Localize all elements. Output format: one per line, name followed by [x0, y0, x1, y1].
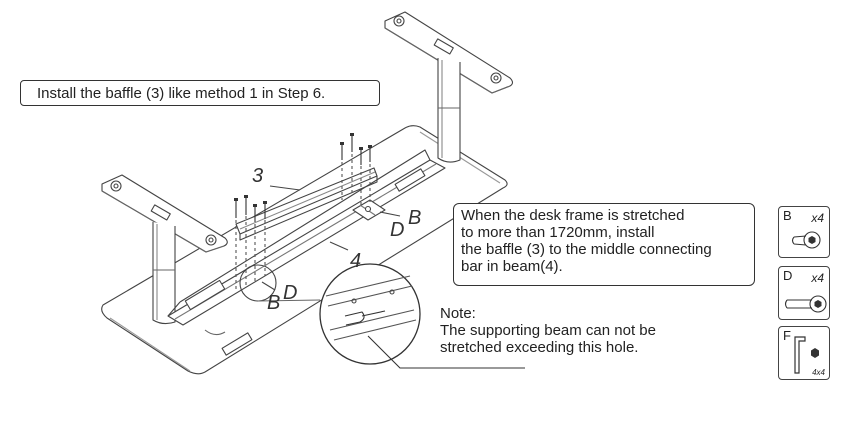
screw-b-label-right: B — [408, 207, 422, 229]
stretch-note-line: When the desk frame is stretched — [461, 207, 685, 224]
stretch-note-callout: When the desk frame is stretched to more… — [453, 203, 755, 286]
screw-b-label-left: B — [267, 292, 281, 314]
middle-connector — [352, 199, 386, 221]
baffle-3 — [235, 167, 378, 241]
part-b-box: B x4 — [778, 206, 830, 258]
stretch-note-line: bar in beam(4). — [461, 258, 563, 275]
part-spec: 4x4 — [812, 368, 825, 377]
right-foot — [384, 11, 514, 94]
part-letter: F — [783, 328, 791, 343]
stretch-note-line: to more than 1720mm, install — [461, 224, 655, 241]
control-box — [204, 329, 253, 356]
instruction-callout: Install the baffle (3) like method 1 in … — [20, 80, 380, 106]
screws-b — [235, 136, 371, 222]
part-letter: D — [783, 268, 793, 283]
part-d-box: D x4 — [778, 266, 830, 320]
part-letter: B — [783, 208, 792, 223]
beam-label: 4 — [350, 250, 362, 272]
instruction-text: Install the baffle (3) like method 1 in … — [37, 85, 326, 102]
right-column — [437, 58, 461, 163]
beam-note-line: The supporting beam can not be — [440, 322, 656, 339]
beam-4 — [167, 149, 446, 326]
part-quantity: x4 — [811, 211, 824, 225]
beam-note-line: Note: — [440, 305, 476, 322]
part-quantity: x4 — [811, 271, 824, 285]
screw-long-icon — [784, 295, 827, 313]
hex-key-icon — [794, 336, 819, 374]
stretch-note-line: the baffle (3) to the middle connecting — [461, 241, 712, 258]
screw-d-label-left: D — [283, 282, 298, 304]
beam-note-line: stretched exceeding this hole. — [440, 339, 639, 356]
part-f-box: F 4x4 — [778, 326, 830, 380]
left-foot — [101, 174, 228, 253]
baffle-label: 3 — [252, 165, 264, 187]
screw-short-icon — [791, 231, 821, 249]
screw-d-label-right: D — [390, 219, 405, 241]
zoom-detail — [319, 263, 525, 369]
beam-note: Note: The supporting beam can not be str… — [440, 305, 656, 356]
left-column — [152, 222, 176, 325]
